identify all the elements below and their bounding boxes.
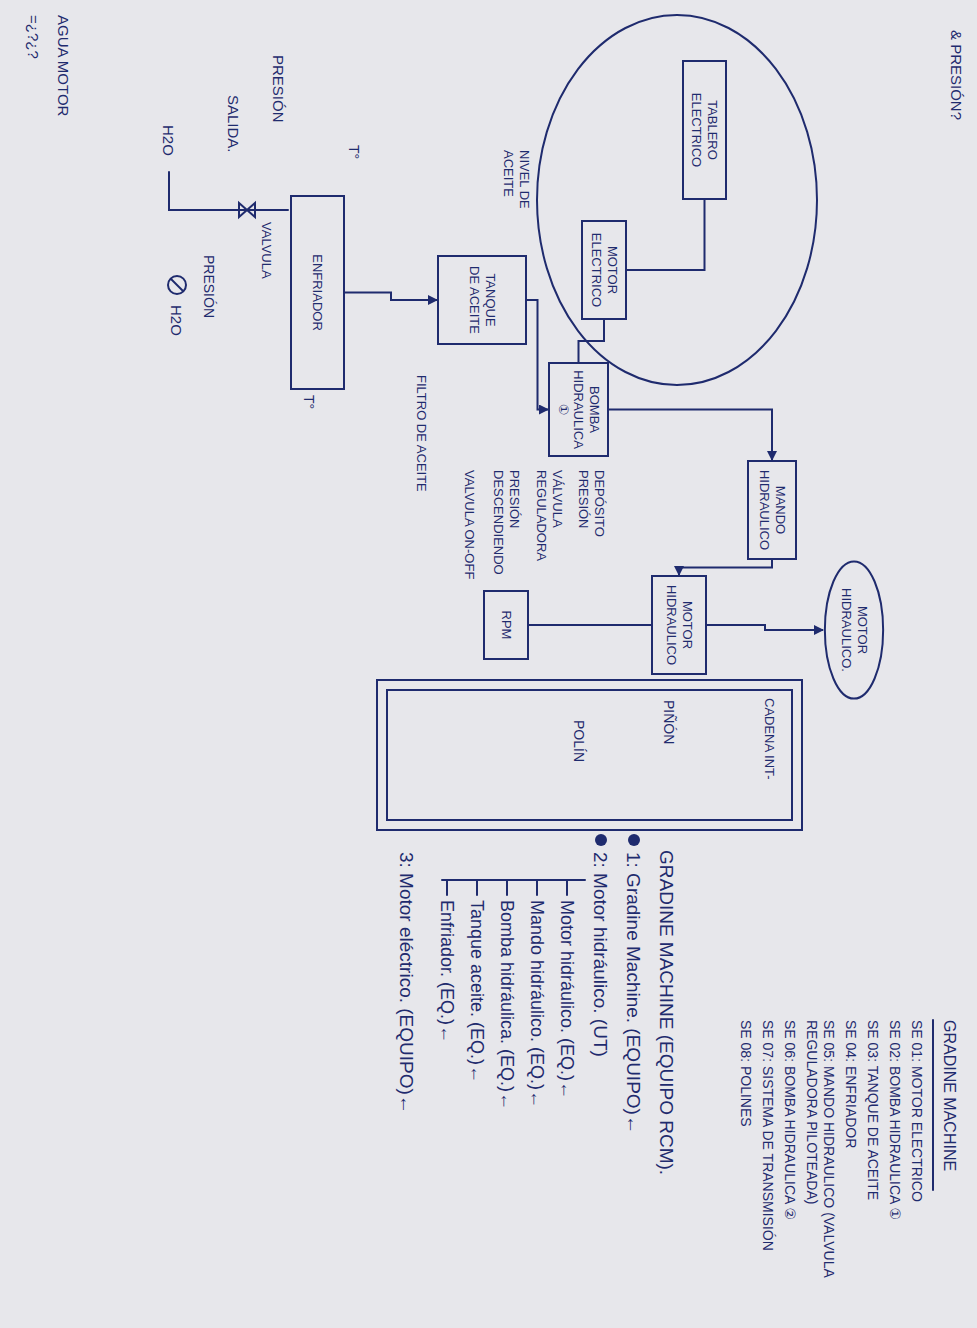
conveyor-frame-inner bbox=[387, 690, 792, 820]
part-label: NIVEL DE ACEITE bbox=[501, 150, 532, 245]
part-label: VALVULA bbox=[258, 222, 274, 279]
list-item: 2: Motor hidráulico. (UT) bbox=[588, 852, 611, 1057]
pipe-connector bbox=[579, 320, 605, 362]
note: PRESIÓN bbox=[269, 55, 287, 123]
enclosing-oval bbox=[537, 15, 817, 385]
node-text: TABLERO ELECTRICO bbox=[689, 68, 720, 192]
note: & PRESIÓN? bbox=[947, 30, 965, 120]
valve-symbol bbox=[239, 203, 255, 217]
pipe-connector bbox=[529, 624, 651, 626]
list-item: SE 07: SISTEMA DE TRANSMISIÓN bbox=[759, 1020, 776, 1315]
list-item: 1: Gradine Machine. (EQUIPO)← bbox=[621, 852, 644, 1134]
list-item: SE 01: MOTOR ELECTRICO bbox=[908, 1020, 925, 1315]
tank-box: TANQUE DE ACEITE bbox=[437, 255, 527, 345]
part-label: VÁLVULA REGULADORA bbox=[534, 470, 565, 582]
scribble-bullet bbox=[595, 834, 607, 846]
panel-box: TABLERO ELECTRICO bbox=[682, 60, 727, 200]
part-label: POLÍN bbox=[570, 720, 587, 762]
node-text: MOTOR ELECTRICO bbox=[588, 228, 619, 312]
heading-underline bbox=[932, 1020, 934, 1190]
note: PRESIÓN bbox=[200, 255, 217, 318]
list-item: 3: Motor eléctrico. (EQUIPO)← bbox=[394, 852, 417, 1114]
part-label: FILTRO DE ACEITE bbox=[413, 375, 429, 492]
pipe-connector bbox=[527, 300, 548, 410]
list-item: Tanque aceite. (EQ.)← bbox=[465, 900, 487, 1083]
fluid-label: H2O bbox=[159, 125, 177, 156]
node-text: BOMBA HIDRAULICA ① bbox=[555, 370, 602, 449]
list-item: SE 08: POLINES bbox=[737, 1020, 754, 1315]
node-text: TANQUE DE ACEITE bbox=[466, 263, 497, 337]
node-text: MOTOR HIDRAULICO bbox=[663, 583, 694, 667]
part-label: PIÑÓN bbox=[660, 700, 677, 744]
pipe-connector bbox=[627, 200, 705, 270]
part-label: CADENA INT- bbox=[761, 698, 777, 780]
note: AGUA MOTOR bbox=[54, 15, 72, 116]
list-bracket bbox=[442, 880, 585, 895]
water-pipe bbox=[169, 172, 288, 210]
pipe-connector bbox=[609, 410, 772, 461]
list-heading: GRADINE MACHINE bbox=[940, 1020, 959, 1171]
list-item: Bomba hidráulica. (EQ.)← bbox=[495, 900, 517, 1110]
list-item: SE 03: TANQUE DE ACEITE bbox=[864, 1020, 881, 1315]
fluid-label: H2O bbox=[167, 305, 185, 336]
note: =¿?¿? bbox=[24, 15, 42, 59]
list-item: Mando hidráulico. (EQ.)← bbox=[525, 900, 547, 1108]
gauge-needle bbox=[171, 279, 183, 291]
part-label: DEPÓSITO PRESIÓN bbox=[576, 470, 607, 582]
note: SALIDA. bbox=[224, 95, 242, 153]
temperature-label: T° bbox=[345, 145, 362, 159]
rpm-box: RPM bbox=[483, 590, 529, 660]
node-text: MOTOR HIDRAULICO. bbox=[838, 578, 869, 682]
motor-box: MOTOR ELECTRICO bbox=[581, 220, 627, 320]
list-item: Motor hidráulico. (EQ.)← bbox=[555, 900, 577, 1099]
oval-outline bbox=[825, 561, 883, 698]
node-text: RPM bbox=[498, 611, 514, 640]
list-heading: GRADINE MACHINE (EQUIPO RCM). bbox=[654, 850, 677, 1175]
list-item: Enfriador. (EQ.)← bbox=[435, 900, 457, 1043]
pump-box: BOMBA HIDRAULICA ① bbox=[548, 362, 609, 457]
scribble-bullet bbox=[628, 834, 640, 846]
part-label: VALVULA ON-OFF bbox=[461, 470, 477, 579]
pipe-connector bbox=[345, 293, 437, 301]
node-text: MANDO HIDRAULICO bbox=[756, 468, 787, 552]
pressure-gauge bbox=[168, 276, 186, 294]
list-item: SE 02: BOMBA HIDRAULICA ① bbox=[886, 1020, 903, 1315]
list-item: SE 05: MANDO HIDRAULICO (VALVULA REGULAD… bbox=[803, 1020, 837, 1315]
pipe-connector bbox=[679, 560, 772, 575]
node-text: ENFRIADOR bbox=[310, 254, 326, 331]
control-box: MANDO HIDRAULICO bbox=[747, 460, 797, 560]
callout-oval: MOTOR HIDRAULICO. bbox=[823, 560, 885, 700]
temperature-label: T° bbox=[300, 395, 317, 409]
list-item: SE 04: ENFRIADOR bbox=[842, 1020, 859, 1315]
cooler-box: ENFRIADOR bbox=[290, 195, 345, 390]
part-label: PRESIÓN DESCENDIENDO bbox=[491, 470, 522, 582]
conveyor-frame bbox=[377, 680, 802, 830]
list-item: SE 06: BOMBA HIDRAULICA ② bbox=[781, 1020, 798, 1315]
hydraulic-motor-box: MOTOR HIDRAULICO bbox=[651, 575, 707, 675]
pipe-connector bbox=[707, 625, 823, 630]
